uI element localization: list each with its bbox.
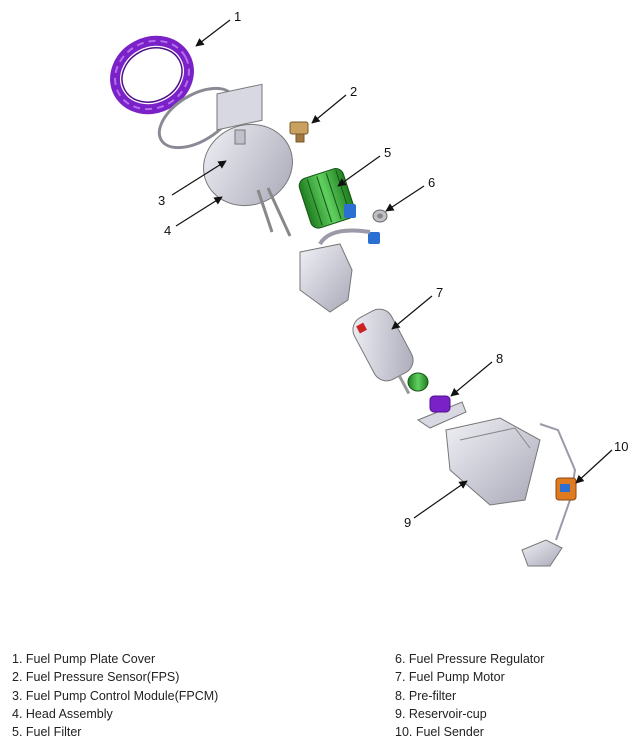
fuel-pressure-regulator-part: [372, 209, 388, 223]
legend-item: 3. Fuel Pump Control Module(FPCM): [12, 688, 219, 703]
blue-fitting-part: [344, 204, 356, 218]
legend-item: 4. Head Assembly: [12, 706, 113, 721]
strainer-ring-part: [407, 372, 429, 392]
callout-3: 3: [158, 193, 165, 208]
pre-filter-part: [416, 395, 467, 429]
callout-9: 9: [404, 515, 411, 530]
fuel-pressure-sensor-part: [289, 121, 309, 143]
callout-10: 10: [614, 439, 628, 454]
callout-7: 7: [436, 285, 443, 300]
legend-column-right: 6. Fuel Pressure Regulator 7. Fuel Pump …: [395, 650, 544, 741]
legend-column-left: 1. Fuel Pump Plate Cover 2. Fuel Pressur…: [12, 650, 218, 741]
head-assembly-part: [203, 83, 293, 237]
legend-item: 5. Fuel Filter: [12, 725, 82, 740]
legend-item: 7. Fuel Pump Motor: [395, 670, 505, 685]
legend-item: 6. Fuel Pressure Regulator: [395, 652, 545, 666]
callout-5: 5: [384, 145, 391, 160]
legend-item: 10. Fuel Sender: [395, 725, 484, 740]
legend-item: 9. Reservoir-cup: [395, 706, 487, 721]
blue-fitting-part: [368, 232, 380, 244]
fuel-sender-part: [521, 423, 577, 567]
callout-6: 6: [428, 175, 435, 190]
fuel-filter-part: [298, 168, 356, 229]
exploded-view-diagram: 1 2 3 4 5 6 7 8 9 10: [110, 9, 628, 567]
reservoir-cup-part: [445, 417, 541, 506]
callout-8: 8: [496, 351, 503, 366]
fuel-pump-plate-cover-part: [110, 35, 194, 115]
legend-item: 2. Fuel Pressure Sensor(FPS): [12, 670, 180, 685]
pump-bracket-part: [299, 228, 371, 313]
fuel-pump-motor-part: [352, 308, 414, 395]
callout-2: 2: [350, 84, 357, 99]
legend-item: 8. Pre-filter: [395, 688, 457, 703]
callout-4: 4: [164, 223, 171, 238]
legend-item: 1. Fuel Pump Plate Cover: [12, 652, 156, 666]
callout-1: 1: [234, 9, 241, 24]
